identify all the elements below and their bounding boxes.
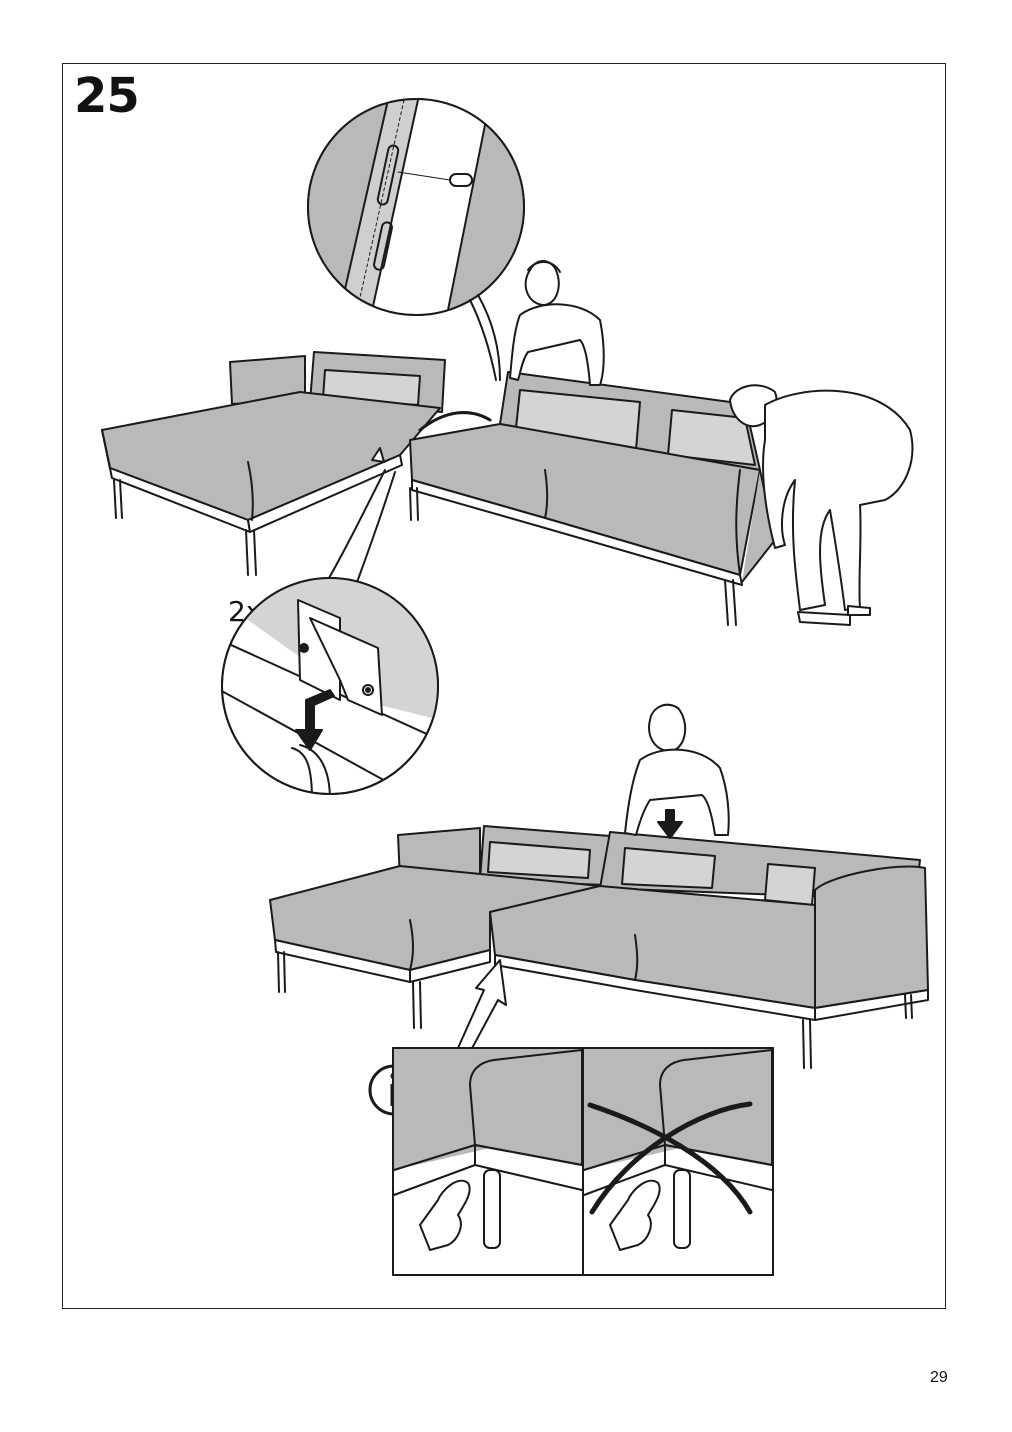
incorrect-example-panel xyxy=(582,1047,774,1276)
sofa-top xyxy=(371,371,776,626)
person-bottom xyxy=(624,703,730,839)
step-number: 25 xyxy=(74,68,140,124)
arrow-up-icon xyxy=(457,959,507,1053)
assembled-sofa-bottom xyxy=(269,825,929,1069)
arrow-down-icon xyxy=(295,689,335,751)
chaise-longue-top xyxy=(101,351,446,576)
hand-pointing-icon xyxy=(609,1179,661,1251)
slot-detail-zoom xyxy=(307,98,525,381)
correct-example-panel xyxy=(392,1047,584,1276)
arrow-down-icon xyxy=(657,809,683,839)
instruction-frame xyxy=(62,63,946,1309)
page-number: 29 xyxy=(930,1369,948,1386)
hand-pointing-icon xyxy=(419,1179,471,1251)
person-top-left xyxy=(509,260,605,386)
clip-detail-zoom xyxy=(221,469,439,795)
person-top-right xyxy=(729,384,914,626)
cross-mark-icon xyxy=(587,1101,753,1215)
